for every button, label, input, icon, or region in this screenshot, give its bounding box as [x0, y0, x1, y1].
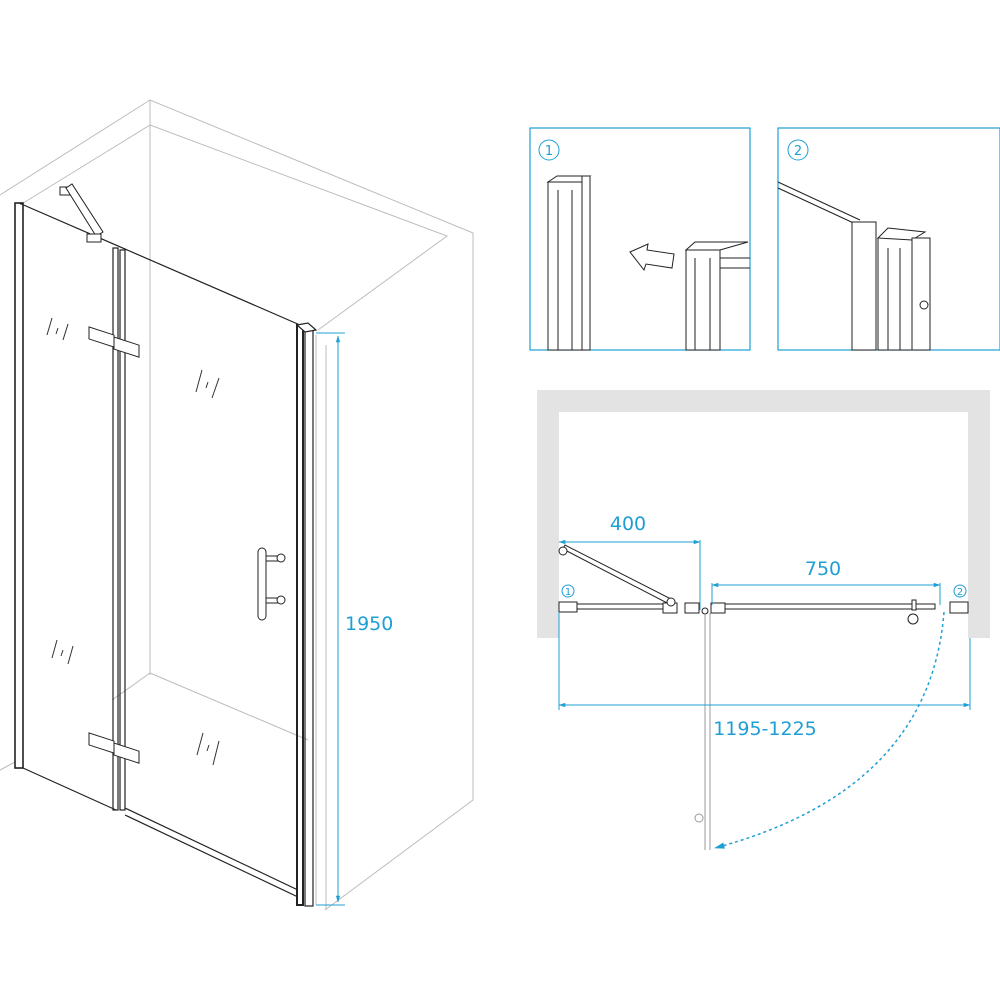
door-handle: [257, 547, 286, 621]
plan-walls: [537, 390, 990, 638]
hinges: [88, 326, 140, 764]
detail-2-panel: 2: [777, 127, 1000, 351]
plan-marker-1: 1: [565, 587, 571, 598]
isometric-view: 1950: [0, 99, 474, 911]
detail-2-marker: 2: [794, 144, 802, 159]
glass-reflection-marks: [46, 317, 220, 766]
plan-marker-2: 2: [957, 587, 963, 598]
detail-1-marker: 1: [545, 144, 553, 159]
insert-arrow-icon: [629, 243, 675, 272]
height-dimension: 1950: [316, 332, 393, 906]
total-width-label: 1195-1225: [713, 718, 817, 740]
detail-1-panel: 1: [529, 127, 751, 351]
plan-glass-and-fittings: [558, 544, 969, 850]
door-swing-arc: [713, 611, 945, 849]
plan-view: 1 2 400 750 1195-1225: [537, 390, 990, 850]
door-width-label: 750: [805, 558, 841, 580]
glass-doors: [14, 202, 318, 907]
stabilizer-bar: [59, 183, 104, 243]
height-dimension-label: 1950: [345, 613, 393, 635]
enclosure-walls: [0, 99, 474, 911]
plan-dimensions: [558, 539, 971, 710]
fixed-panel-width-label: 400: [610, 513, 646, 535]
